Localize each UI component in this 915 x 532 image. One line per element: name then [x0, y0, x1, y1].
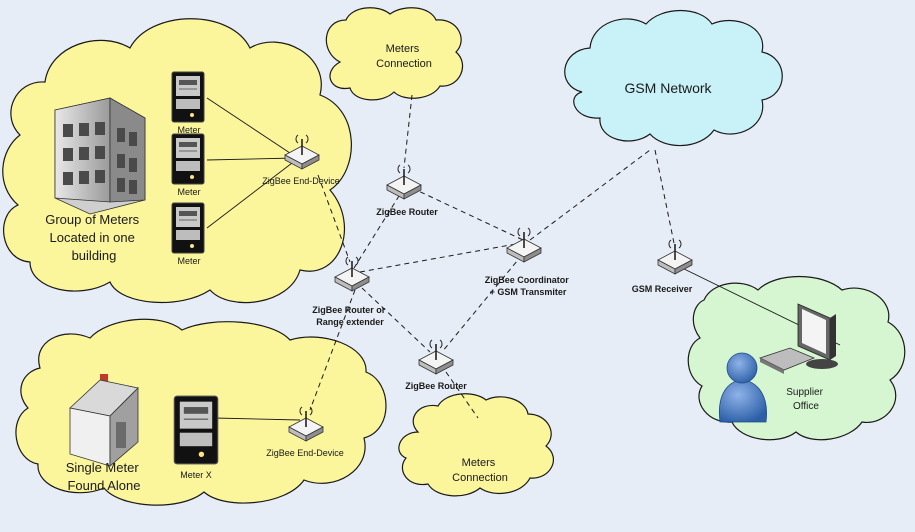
gsm-receiver-icon	[657, 239, 693, 275]
link-meter3-enddevice	[206, 159, 297, 229]
router-bottom-label: ZigBee Router	[405, 381, 467, 391]
meters-connection-top-label: Meters Connection	[376, 43, 432, 70]
link-meter2-enddevice	[206, 157, 297, 161]
link-extender-router-bottom	[361, 287, 431, 353]
meter-icon-3	[171, 202, 205, 254]
link-enddevice-extender	[317, 174, 351, 263]
link-gsm-receiver	[654, 149, 676, 249]
gsm-network-label: GSM Network	[624, 80, 712, 96]
meter-icon-2	[171, 133, 205, 185]
meter-icon-1	[171, 71, 205, 123]
end-device-bottom-label: ZigBee End-Device	[266, 448, 344, 458]
coordinator-icon	[506, 227, 542, 263]
link-router-top-extender	[353, 187, 405, 269]
link-extender-enddevice-bottom	[309, 289, 356, 411]
meter-x-label: Meter X	[180, 470, 212, 480]
link-extender-coordinator	[359, 243, 517, 273]
link-router-bottom-cloud	[445, 371, 479, 419]
coordinator-label: ZigBee Coordinator + GSM Transmiter	[485, 275, 572, 297]
meter-x-icon	[173, 395, 219, 465]
link-coordinator-router-bottom	[441, 254, 523, 353]
single-meter-label: Single Meter Found Alone	[66, 460, 143, 493]
cloud-meters-connection-bottom	[398, 393, 555, 497]
router-extender-label: ZigBee Router or Range extender	[312, 305, 388, 327]
meters-connection-bottom-label: Meters Connection	[452, 457, 508, 484]
building-icon	[54, 97, 146, 215]
link-meterx-enddevice	[213, 417, 301, 421]
group-of-meters-label: Group of Meters Located in one building	[45, 212, 143, 263]
person-icon	[718, 352, 767, 423]
link-router-top-coordinator	[411, 187, 524, 241]
meter-3-label: Meter	[177, 256, 200, 266]
dashed-links	[309, 94, 676, 419]
link-cloud-router-top	[403, 94, 413, 169]
end-device-top-label: ZigBee End-Device	[262, 176, 340, 186]
link-meter1-enddevice	[206, 97, 297, 158]
cloud-meters-connection-top	[325, 7, 464, 101]
router-extender-icon	[334, 256, 370, 292]
router-top-icon	[386, 164, 422, 200]
meter-1-label: Meter	[177, 125, 200, 135]
router-bottom-icon	[418, 339, 454, 375]
supplier-office-label: Supplier Office	[786, 387, 825, 412]
cloud-gsm-network	[564, 9, 783, 147]
house-icon	[69, 374, 139, 467]
router-top-label: ZigBee Router	[376, 207, 438, 217]
computer-icon	[758, 303, 838, 374]
link-coordinator-gsm	[529, 149, 651, 241]
meter-2-label: Meter	[177, 187, 200, 197]
gsm-receiver-label: GSM Receiver	[632, 284, 693, 294]
